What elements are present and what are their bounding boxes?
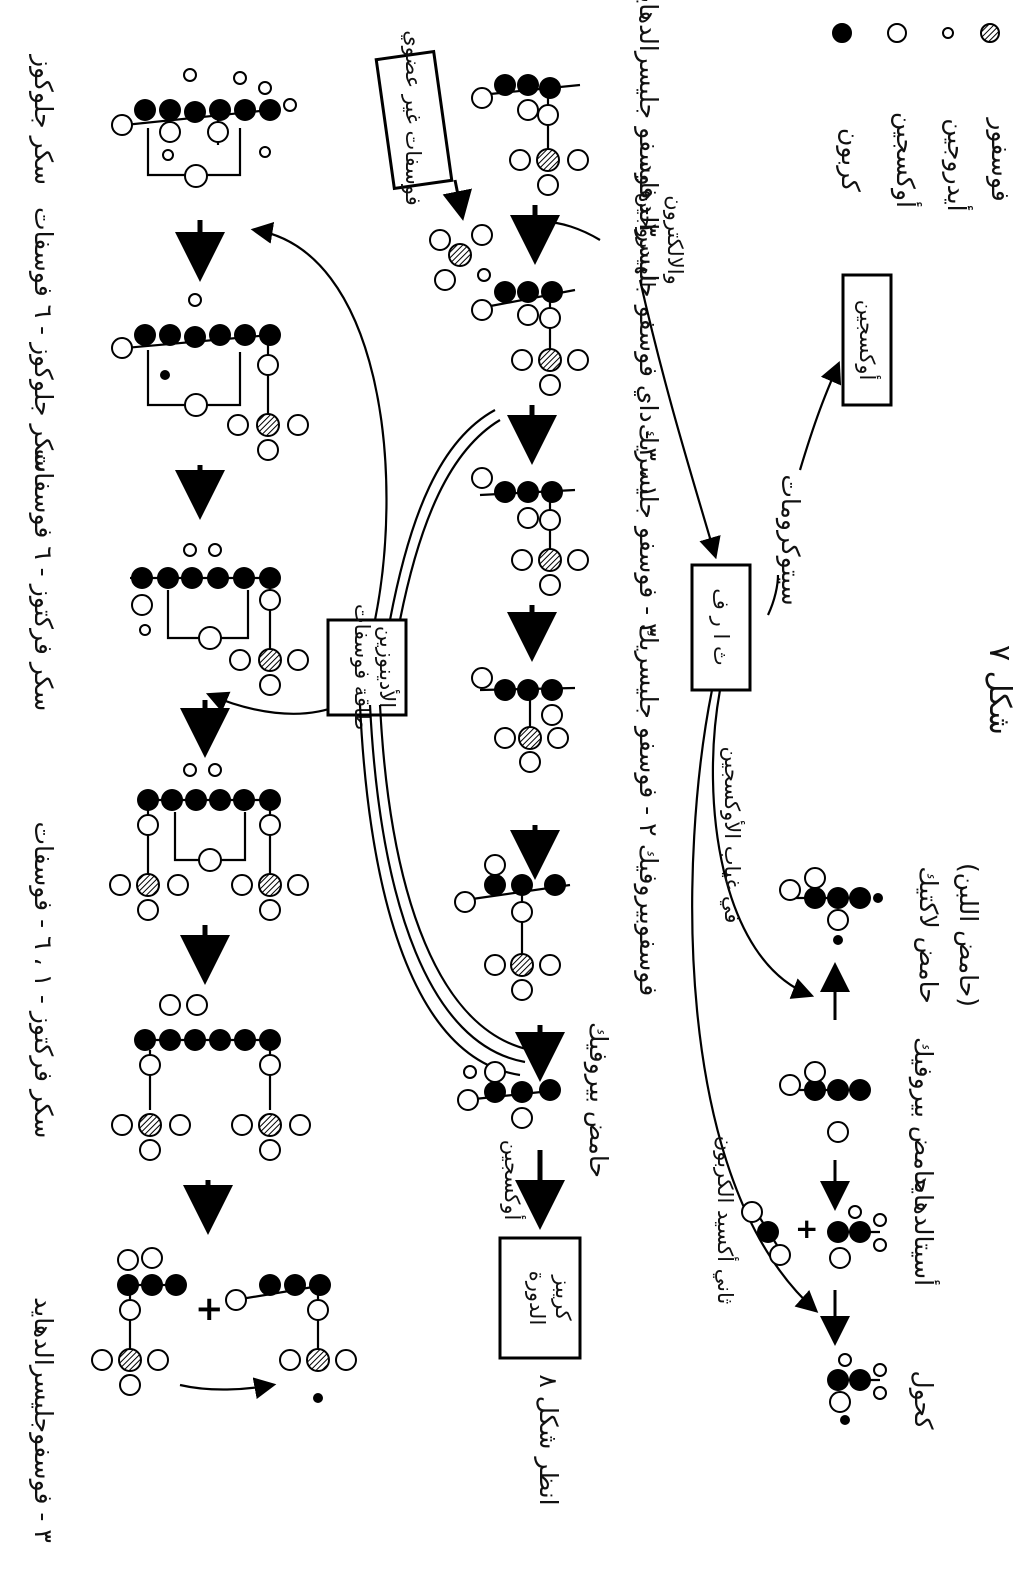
legend-label: أوكسجين — [890, 112, 923, 208]
phosphate-bond-box: طاقة فوسفات الأدينوزين — [326, 604, 408, 730]
electron-label: والالكترون — [663, 195, 687, 284]
pyruvic-acid-label: حامض بيروفيك — [583, 1022, 613, 1178]
glucose-label: سكر جلوكوز — [29, 53, 58, 185]
fructose-bisphosphate-label: سكر فركتوز - ١ ، ٦ - فوسفات — [29, 822, 58, 1139]
legend-label: فوسفور — [986, 116, 1015, 201]
phosphate-bond-label: الأدينوزين — [375, 626, 400, 708]
oxygen-box-label: أوكسجين — [855, 300, 881, 381]
plus-sign: + — [195, 1289, 224, 1329]
pyruvic-acid-right-molecule — [779, 1061, 871, 1143]
phosphopyruvic-molecule — [454, 854, 571, 1001]
phosphoglyceraldehyde-molecule — [471, 74, 589, 196]
phosphoglyceric-2-molecule — [471, 667, 576, 773]
phosphorus-atom-icon — [980, 23, 1000, 43]
anaerobic-label: في غياب الأوكسجين — [720, 747, 745, 924]
hydrogen-atom-icon — [942, 27, 954, 39]
figure-caption: شكل ٧ — [982, 645, 1017, 735]
hydrogen-label: الهيدروجين — [635, 193, 659, 288]
legend: كربون أوكسجين أيدروجين فوسفور — [832, 23, 1015, 212]
carbon-atom-icon — [832, 23, 852, 43]
lactic-acid-common-label: (حامض اللبن) — [954, 863, 983, 1007]
glucose-molecule — [111, 68, 297, 188]
plus-sign-right: + — [795, 1212, 818, 1245]
atp-box: ث ا ر ف — [690, 563, 752, 692]
acetaldehyde-molecule — [827, 1205, 887, 1269]
lactic-acid-molecule — [779, 867, 883, 945]
pyruvic-acid-right-label: حامض بيروفيك — [908, 1037, 938, 1193]
co2-molecule — [741, 1201, 791, 1266]
phosphoglyceraldehyde-top-label: ٣ - فوسفو جليسرالدهايد — [634, 0, 663, 237]
inorganic-phosphate-label: فوسفات غير عضوي — [401, 30, 425, 206]
legend-label: أيدروجين — [941, 118, 974, 211]
fructose-6-phosphate-label: سكر فركتوز - ٦ فوسفات — [29, 449, 58, 712]
lactic-acid-label: حامض لاكتيك — [914, 866, 943, 1003]
diphosphoglyceraldehyde-label: ١ ، ٣ - داي فوسفو جليسرالدهايد — [634, 162, 663, 499]
phosphopyruvic-label: فوسفوبيروفيك — [633, 844, 663, 996]
pyruvic-acid-molecule — [457, 1061, 561, 1129]
inorganic-phosphate-box: فوسفات غير عضوي — [374, 30, 454, 206]
see-figure-label: انظر شكل ٨ — [534, 1374, 563, 1505]
fructose-bisphosphate-molecule — [109, 763, 309, 921]
phosphoglyceric-3-label: ٣ - فوسفو جليسريك — [634, 423, 663, 636]
krebs-label: الدورة — [525, 1271, 549, 1326]
triose-phosphate-pair: + — [91, 1247, 357, 1403]
phosphoglyceric-2-label: ٢ - فوسفو جليسريك — [634, 623, 663, 836]
krebs-cycle-box: الدورة كريبز — [498, 1236, 582, 1360]
alcohol-label: كحول — [909, 1370, 938, 1429]
acetaldehyde-label: أسيتالدهايد — [909, 1174, 941, 1286]
oxygen-atom-icon — [887, 23, 907, 43]
inorganic-phosphate-molecule — [429, 224, 493, 291]
phosphoglyceric-3-molecule — [471, 467, 589, 596]
cytochromes-label: سيتوكرومات — [775, 474, 805, 605]
fructose-6-phosphate-molecule — [130, 543, 309, 696]
alcohol-molecule — [827, 1353, 887, 1425]
oxygen-box: أوكسجين — [841, 273, 893, 407]
oxygen-note: أوكسجين — [500, 1140, 526, 1221]
glucose-6-phosphate-label: سكر جلوكوز - ٦ فوسفات — [29, 207, 58, 473]
co2-label: ثاني أكسيد الكربون — [713, 1136, 739, 1305]
phosphoglyceraldehyde-label: ٣ - فوسفوجليسرالدهايد — [29, 1297, 58, 1543]
glucose-6-phosphate-molecule — [111, 293, 309, 461]
atp-label: ث ا ر ف — [709, 588, 733, 666]
krebs-label: كريبز — [551, 1274, 575, 1320]
legend-label: كربون — [836, 128, 865, 192]
diphosphoglyceraldehyde-molecule — [471, 281, 589, 396]
triose-split-molecules — [111, 994, 311, 1161]
